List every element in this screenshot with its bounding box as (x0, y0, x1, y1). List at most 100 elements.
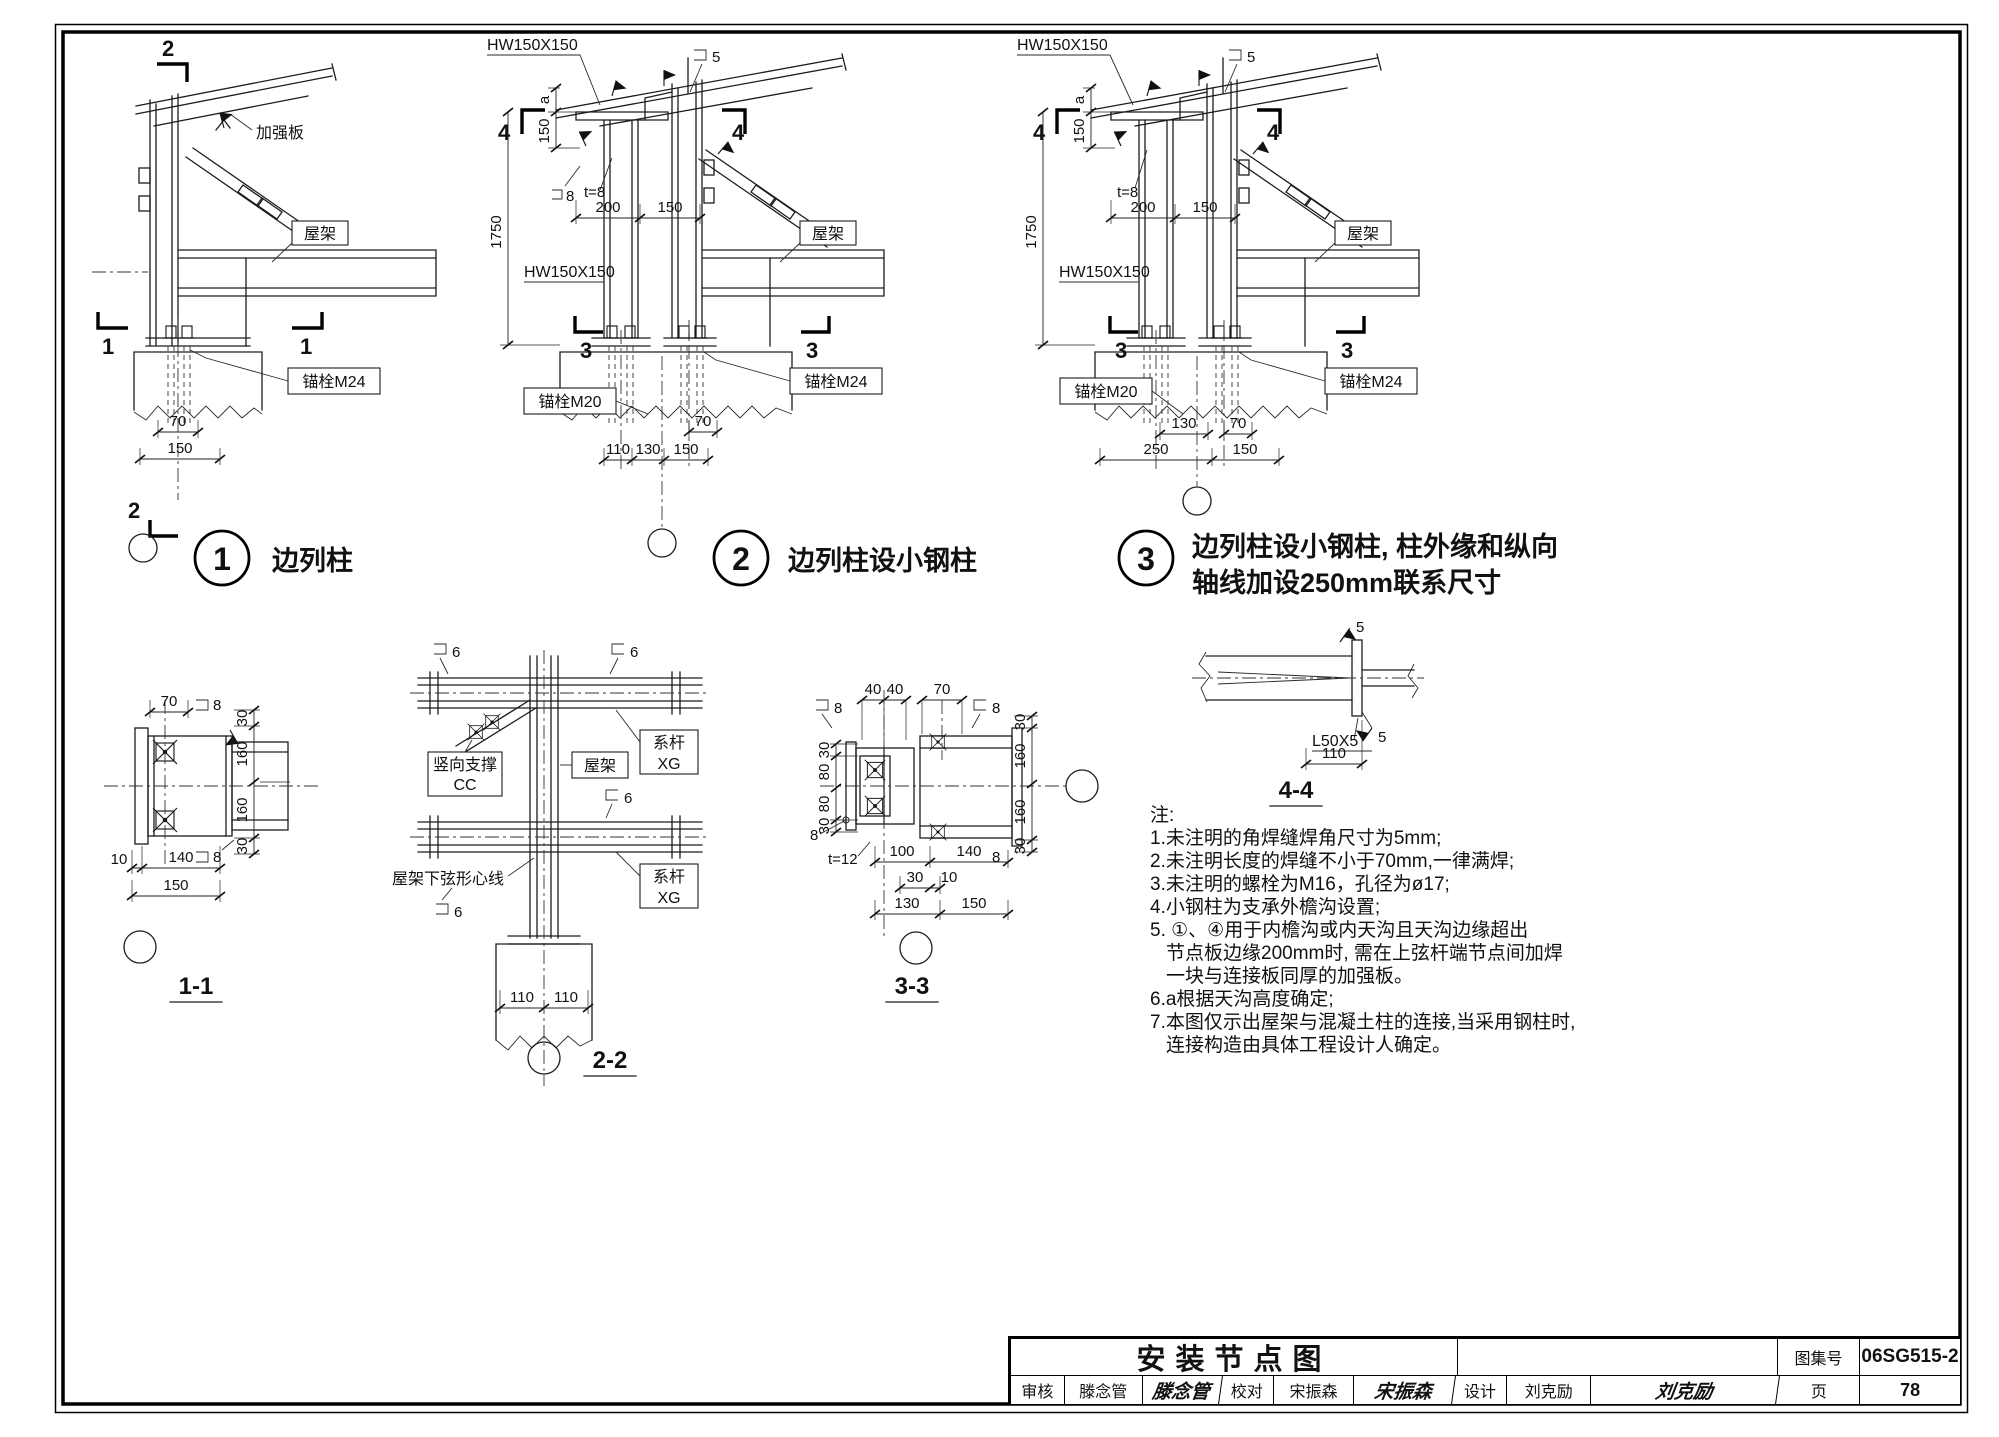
s22-title: 2-2 (593, 1047, 628, 1074)
title-block-row-1: 安装节点图 图集号 06SG515-2 (1011, 1339, 1960, 1376)
d3-dim-150t: 150 (1192, 199, 1217, 216)
d3-dim-150v: 150 (1071, 118, 1088, 143)
d3-dim-250: 250 (1143, 441, 1168, 458)
s22-dim-110b: 110 (554, 989, 578, 1006)
s33-dim-left-30a: 30 (816, 742, 833, 759)
d2-marker-4-left: 4 (498, 120, 511, 145)
note-1: 1.未注明的角焊缝焊角尺寸为5mm; (1150, 828, 1442, 849)
d2-marker-3-left: 3 (580, 338, 592, 363)
s44-title: 4-4 (1279, 777, 1314, 804)
d3-label-hw150-mid: HW150X150 (1059, 264, 1150, 281)
s22-label-vertical-brace-cc: CC (453, 777, 476, 794)
title-block: 安装节点图 图集号 06SG515-2 审核 滕念管 滕念管 校对 宋振森 宋振… (1008, 1336, 1960, 1404)
d3-structure (1057, 54, 1419, 470)
s44-weld-bottom: 5 (1378, 729, 1386, 746)
s11-dim-right-30b: 30 (234, 838, 251, 855)
d3-dim-1750: 1750 (1023, 215, 1040, 248)
section-4-4: 5 5 L50X5 110 4-4 (1192, 619, 1424, 807)
d1-caption: 边列柱 (272, 546, 353, 576)
s33-dim-right-30b: 30 (1012, 838, 1029, 855)
d3-axis-bubble (1182, 486, 1212, 516)
s33-weld-bottom-right: 8 (992, 849, 1000, 866)
d3-marker-4-right: 4 (1267, 120, 1280, 145)
d3-weld-5: 5 (1247, 49, 1255, 66)
note-5-cont-1: 节点板边缘200mm时, 需在上弦杆端节点间加焊 (1166, 943, 1563, 964)
section-2-2: 6 6 竖向支撑 CC 屋架 系杆 XG 6 系杆 XG 屋架下弦形心线 6 1… (392, 643, 710, 1086)
s22-label-tie-top-xg: XG (657, 756, 680, 773)
design-name: 刘克励 (1507, 1376, 1592, 1404)
d2-marker-4-right: 4 (732, 120, 745, 145)
s33-plate-t12: t=12 (828, 851, 858, 868)
note-4: 4.小钢柱为支承外檐沟设置; (1150, 897, 1381, 918)
d1-marker-right: 1 (300, 334, 312, 359)
s33-dim-130: 130 (894, 895, 919, 912)
detail-2: HW150X150 5 4 4 a 150 1750 8 t=8 200 150… (487, 37, 977, 587)
s44-structure (1192, 627, 1424, 807)
s11-weld-top: 8 (213, 697, 221, 714)
s22-label-tie-bottom-xg: XG (657, 890, 680, 907)
d1-label-stiffener-plate: 加强板 (256, 124, 304, 142)
d3-dim-130: 130 (1171, 415, 1196, 432)
s22-label-tie-bottom: 系杆 (653, 868, 685, 886)
section-3-3: 8 40 40 70 8 30 80 80 30 8 t=12 30 160 1… (810, 681, 1099, 1003)
d3-marker-3-left: 3 (1115, 338, 1127, 363)
proof-label: 校对 (1220, 1376, 1275, 1404)
check-signature: 滕念管 (1140, 1376, 1223, 1404)
s33-dim-150: 150 (961, 895, 986, 912)
d2-weld-8: 8 (566, 188, 574, 205)
d1-structure (92, 62, 437, 563)
note-5: 5. ①、④用于内檐沟或内天沟且天沟边缘超出 (1150, 920, 1529, 941)
s33-dim-right-160a: 160 (1012, 743, 1029, 768)
s22-weld-bottom: 6 (454, 904, 462, 921)
d3-label-hw150-top: HW150X150 (1017, 37, 1108, 54)
s33-dim-left-30b: 30 (816, 818, 833, 835)
sheet-frame (54, 23, 1969, 1414)
d2-plate-t8: t=8 (584, 184, 605, 201)
s22-label-roof-truss: 屋架 (584, 757, 616, 775)
d3-dim-70: 70 (1230, 415, 1247, 432)
d1-label-anchor-m24: 锚栓M24 (302, 373, 365, 391)
d3-label-anchor-m20: 锚栓M20 (1074, 383, 1137, 401)
d2-dim-a: a (536, 95, 553, 104)
d2-dim-1750: 1750 (488, 215, 505, 248)
note-6: 6.a根据天沟高度确定; (1150, 989, 1334, 1010)
d2-caption: 边列柱设小钢柱 (788, 546, 977, 576)
note-2: 2.未注明长度的焊缝不小于70mm,一律满焊; (1150, 851, 1515, 872)
s11-dim-right-160a: 160 (234, 741, 251, 766)
section-1-1: 70 8 30 160 160 30 8 10 140 150 1-1 (104, 693, 318, 1003)
page-number: 78 (1900, 1379, 1921, 1400)
s22-label-vertical-brace: 竖向支撑 (433, 756, 497, 774)
proof-name: 宋振森 (1274, 1376, 1354, 1404)
s22-label-tie-top: 系杆 (653, 734, 685, 752)
s22-structure (410, 643, 710, 1086)
note-5-cont-2: 一块与连接板同厚的加强板。 (1166, 966, 1414, 987)
s22-weld-top-left: 6 (452, 644, 460, 661)
atlas-number-label: 图集号 (1778, 1339, 1860, 1375)
s33-dim-30: 30 (907, 869, 924, 886)
s33-weld-bottom-left: 8 (810, 827, 818, 844)
title-block-blank-cell (1458, 1339, 1778, 1375)
d3-plate-t8: t=8 (1117, 184, 1138, 201)
s44-weld-top: 5 (1356, 619, 1364, 636)
s22-weld-top-right: 6 (630, 644, 638, 661)
s33-dim-10: 10 (941, 869, 958, 886)
d2-label-anchor-m24: 锚栓M24 (804, 373, 867, 391)
d2-detail-number: 2 (732, 541, 750, 577)
s33-dim-140: 140 (956, 843, 981, 860)
d3-caption-line1: 边列柱设小钢柱, 柱外缘和纵向 (1192, 531, 1558, 562)
d1-dim-70: 70 (170, 413, 187, 430)
s44-dim-110: 110 (1322, 745, 1346, 762)
d3-detail-number: 3 (1137, 541, 1155, 577)
design-signature: 刘克励 (1589, 1376, 1781, 1404)
d2-label-hw150-mid: HW150X150 (524, 264, 615, 281)
d1-detail-bubble (193, 529, 251, 587)
title-block-row-2: 审核 滕念管 滕念管 校对 宋振森 宋振森 设计 刘克励 刘克励 页 78 (1011, 1376, 1960, 1404)
s33-dim-40a: 40 (865, 681, 882, 698)
s44-label-angle: L50X5 (1312, 733, 1358, 750)
s11-dim-right-30a: 30 (234, 710, 251, 727)
d1-dim-150: 150 (167, 440, 192, 457)
s11-dim-140: 140 (168, 849, 193, 866)
s33-title: 3-3 (895, 973, 930, 1000)
